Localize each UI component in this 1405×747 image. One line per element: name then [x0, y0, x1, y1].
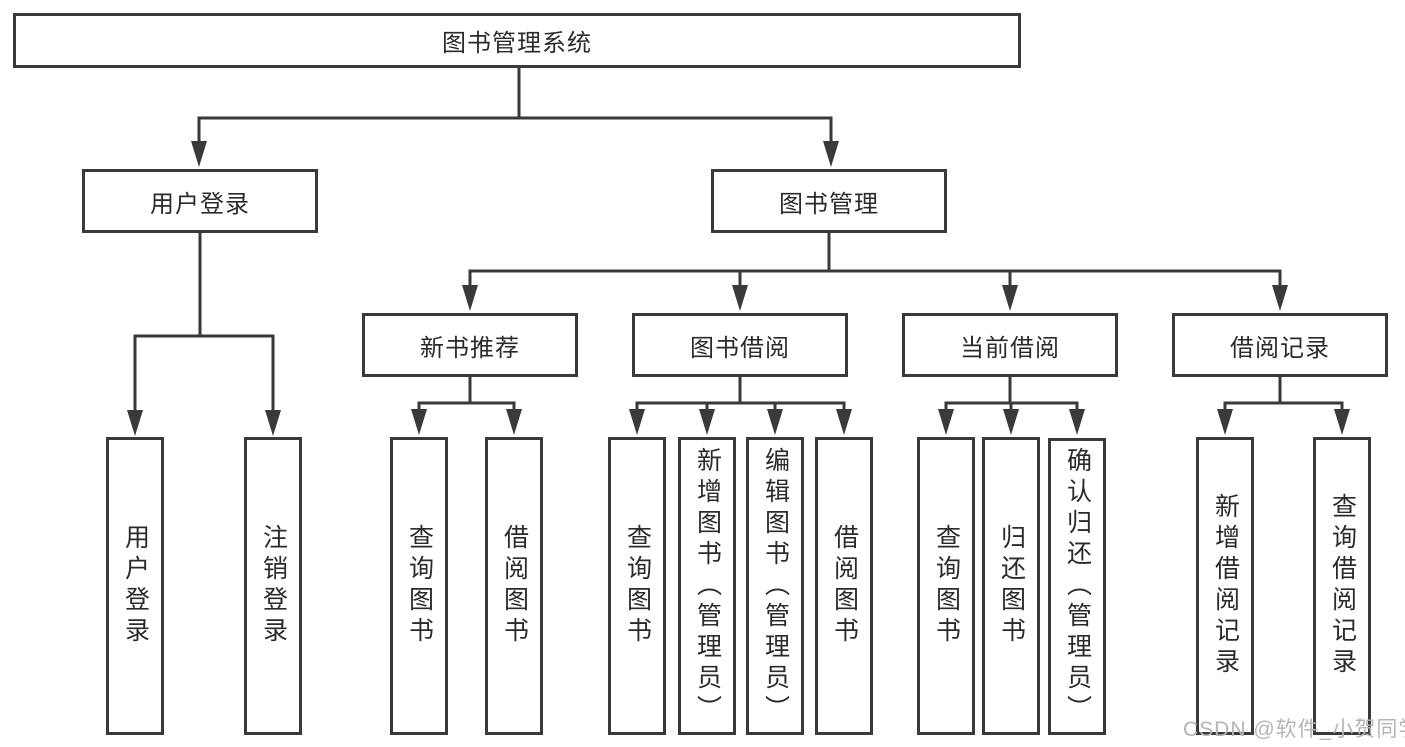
- leaf-return-books: 归还图书: [982, 437, 1040, 735]
- connector-new-book-rec-children: [417, 377, 516, 413]
- connector-root-to-level2: [197, 68, 833, 145]
- arrowhead: [1002, 285, 1018, 311]
- node-label: 用户登录: [150, 190, 250, 218]
- leaf-query-books-3: 查询图书: [917, 437, 975, 735]
- node-label: 借阅图书: [500, 524, 529, 648]
- arrowhead: [411, 409, 427, 435]
- watermark-csdn: CSDN @软件_小贺同学: [1183, 718, 1405, 741]
- arrowhead: [1272, 285, 1288, 311]
- leaf-query-borrow-record: 查询借阅记录: [1313, 437, 1371, 735]
- leaf-confirm-return-admin: 确认归还（管理员）: [1048, 438, 1106, 735]
- node-label: 编辑图书（管理员）: [761, 446, 790, 726]
- leaf-borrow-books-2: 借阅图书: [815, 437, 873, 735]
- node-label: 确认归还（管理员）: [1063, 447, 1092, 726]
- node-book-management: 图书管理: [711, 169, 947, 233]
- arrowhead: [767, 409, 783, 435]
- connector-book-borrowing-children: [635, 377, 846, 413]
- arrowhead: [1069, 409, 1085, 435]
- node-label: 归还图书: [997, 524, 1026, 648]
- node-new-book-recommendation: 新书推荐: [362, 313, 578, 377]
- node-label: 用户登录: [121, 524, 150, 648]
- arrowhead: [938, 409, 954, 435]
- node-label: 当前借阅: [960, 334, 1060, 362]
- node-label: 图书管理系统: [442, 30, 592, 57]
- node-book-borrowing: 图书借阅: [632, 313, 848, 377]
- node-label: 图书借阅: [690, 334, 790, 362]
- leaf-add-borrow-record: 新增借阅记录: [1196, 437, 1254, 735]
- arrowhead: [191, 141, 207, 167]
- connector-current-borrowing-children: [944, 377, 1079, 413]
- node-label: 查询借阅记录: [1328, 493, 1357, 679]
- arrowhead: [836, 409, 852, 435]
- node-label: 注销登录: [259, 524, 288, 648]
- arrowhead: [1003, 409, 1019, 435]
- node-root-system: 图书管理系统: [13, 13, 1021, 68]
- node-user-login: 用户登录: [82, 169, 318, 233]
- node-label: 图书管理: [779, 190, 879, 218]
- arrowhead: [732, 285, 748, 311]
- arrowhead: [506, 409, 522, 435]
- node-label: 查询图书: [405, 524, 434, 648]
- connector-borrowing-records-children: [1223, 377, 1344, 413]
- leaf-logout: 注销登录: [244, 437, 302, 735]
- arrowhead: [699, 409, 715, 435]
- arrowhead: [823, 141, 839, 167]
- arrowhead: [265, 410, 281, 436]
- node-borrowing-records: 借阅记录: [1172, 313, 1388, 377]
- arrowhead: [1217, 409, 1233, 435]
- arrowhead: [1334, 409, 1350, 435]
- node-label: 查询图书: [623, 524, 652, 648]
- arrowhead: [127, 410, 143, 436]
- arrowhead: [462, 285, 478, 311]
- connector-user-login-children: [133, 233, 275, 414]
- leaf-query-books-1: 查询图书: [390, 437, 448, 735]
- node-label: 借阅记录: [1230, 334, 1330, 362]
- leaf-query-books-2: 查询图书: [608, 437, 666, 735]
- leaf-user-login: 用户登录: [106, 437, 164, 735]
- leaf-add-books-admin: 新增图书（管理员）: [678, 437, 736, 735]
- node-label: 新增借阅记录: [1211, 493, 1240, 679]
- arrowheads: [127, 141, 1350, 436]
- node-label: 新书推荐: [420, 334, 520, 362]
- node-label: 查询图书: [932, 524, 961, 648]
- connector-book-management-children: [468, 233, 1282, 290]
- node-label: 借阅图书: [830, 524, 859, 648]
- leaf-borrow-books-1: 借阅图书: [485, 437, 543, 735]
- arrowhead: [629, 409, 645, 435]
- leaf-edit-books-admin: 编辑图书（管理员）: [746, 437, 804, 735]
- node-label: 新增图书（管理员）: [693, 446, 722, 726]
- node-current-borrowing: 当前借阅: [902, 313, 1118, 377]
